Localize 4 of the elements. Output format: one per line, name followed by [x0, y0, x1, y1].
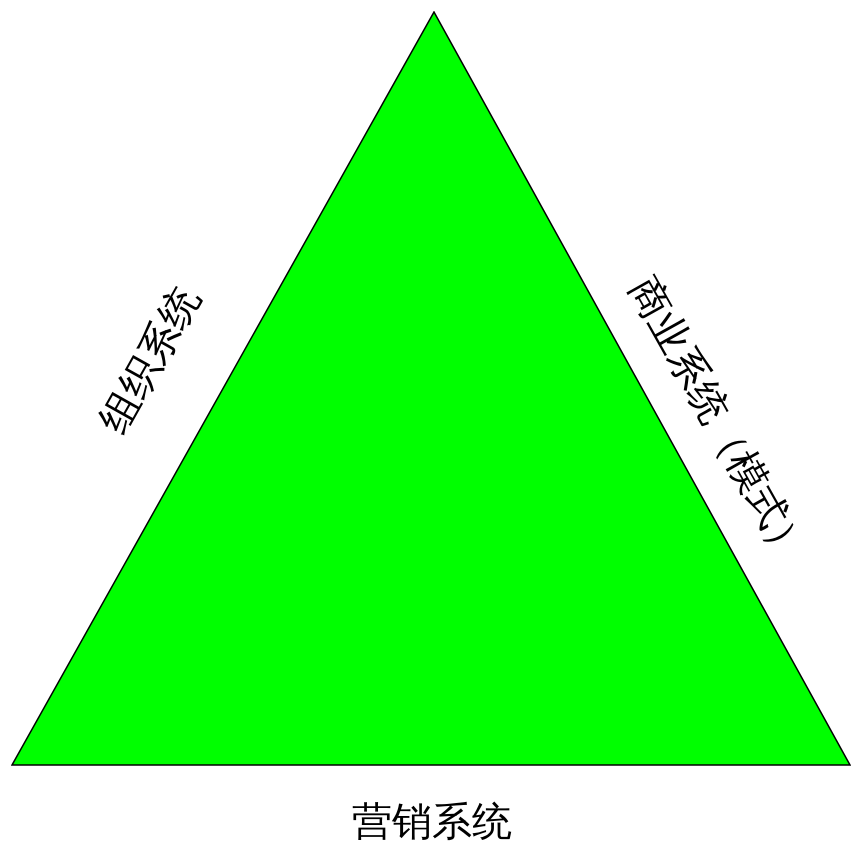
side-label: 组织系统	[93, 280, 207, 440]
side-label: 营销系统	[352, 802, 512, 842]
side-label: 商业系统（模式）	[622, 270, 814, 570]
triangle	[11, 11, 851, 767]
